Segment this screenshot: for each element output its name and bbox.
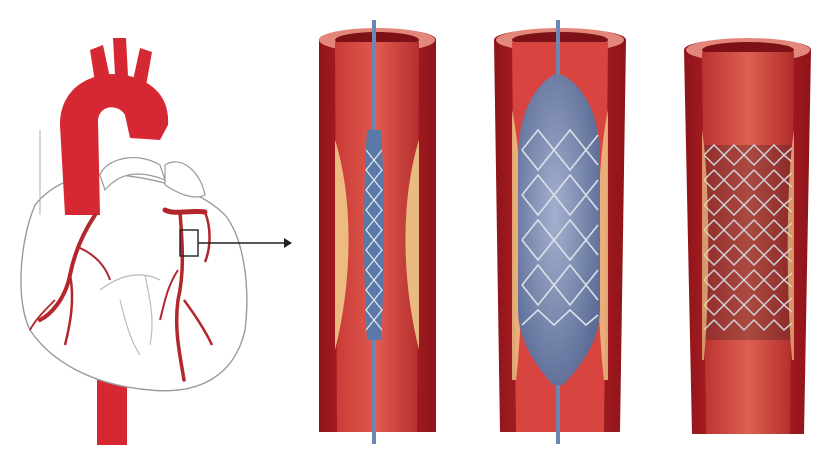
artery-deployed-stent-icon bbox=[684, 38, 811, 434]
artery-balloon-inflated-panel bbox=[490, 20, 630, 445]
artery-deployed-stent-panel bbox=[680, 30, 815, 445]
artery-crimped-stent-icon bbox=[319, 20, 436, 444]
heart-icon bbox=[20, 38, 292, 445]
artery-crimped-stent-panel bbox=[315, 20, 440, 445]
artery-balloon-inflated-icon bbox=[494, 20, 626, 444]
heart-panel bbox=[0, 0, 300, 462]
